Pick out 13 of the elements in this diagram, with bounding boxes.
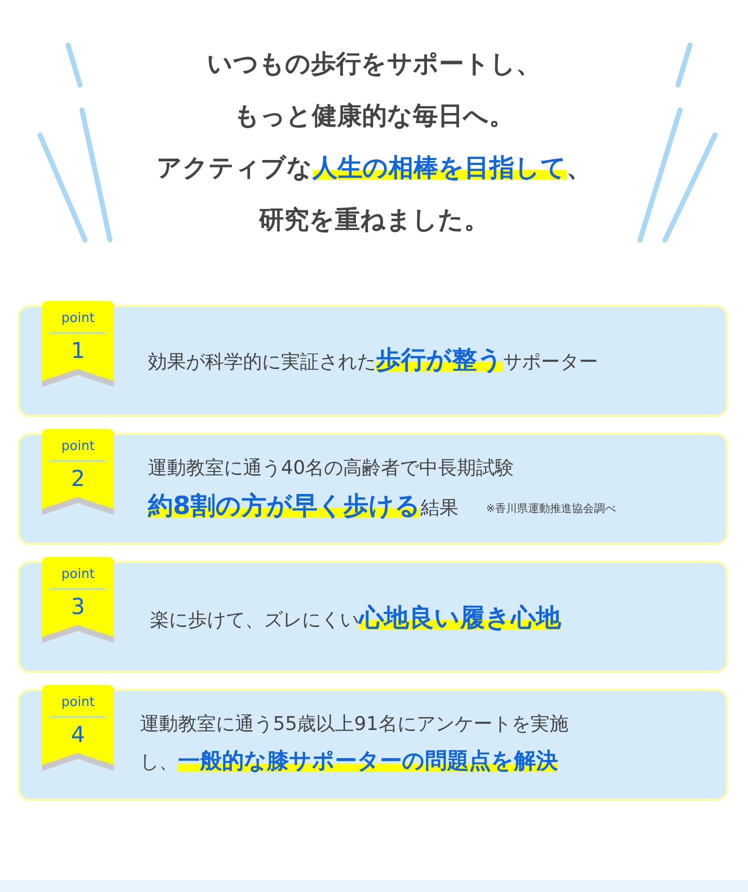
badge-label: point (60, 695, 96, 710)
source-note: ※香川県運動推進協会調べ (486, 501, 616, 516)
point-number: 3 (70, 595, 86, 620)
point-number: 4 (70, 723, 86, 748)
point-ribbon-badge (42, 301, 114, 387)
point-number: 2 (70, 467, 86, 492)
badge-label: point (60, 311, 96, 326)
badge-label: point (60, 567, 96, 582)
point-ribbon-badge (42, 429, 114, 515)
point-ribbon-badge (42, 685, 114, 771)
badge-label: point (60, 439, 96, 454)
point-ribbon-badge (42, 557, 114, 643)
point-number: 1 (70, 339, 86, 364)
